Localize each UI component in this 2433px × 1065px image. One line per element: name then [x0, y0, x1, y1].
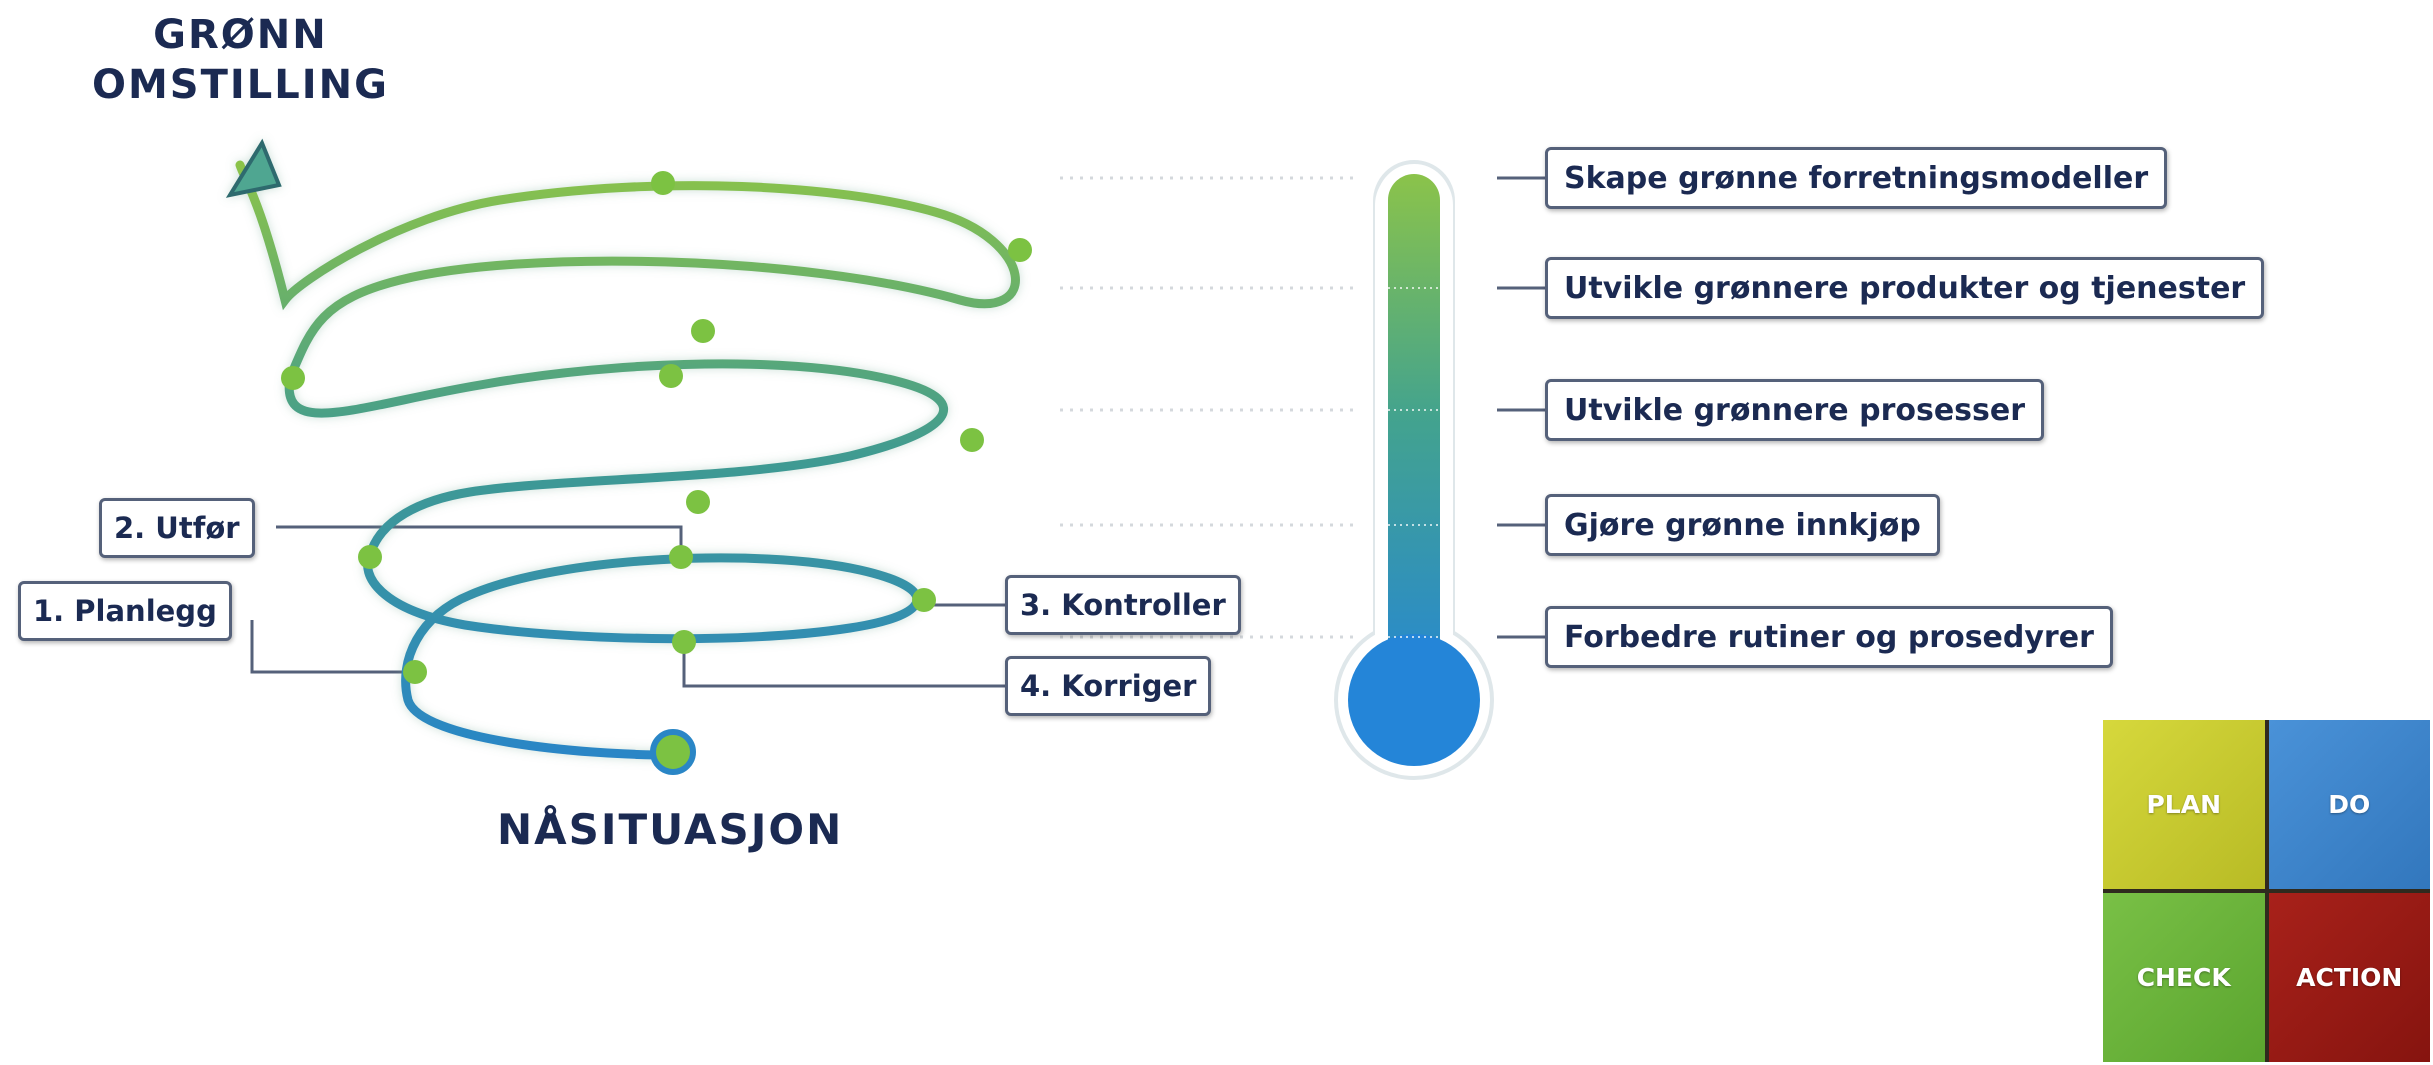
spiral-node	[651, 171, 675, 195]
step-planlegg: 1. Planlegg	[18, 581, 232, 641]
spiral-node	[960, 428, 984, 452]
level-connectors	[1497, 176, 1545, 639]
thermometer-bulb	[1348, 634, 1480, 766]
pdca-block-do: DO	[2268, 720, 2430, 889]
step-utfor: 2. Utfør	[99, 498, 255, 558]
arrow-head-icon	[225, 138, 282, 198]
thermometer	[1334, 160, 1494, 780]
spiral-node	[686, 490, 710, 514]
spiral-node	[358, 545, 382, 569]
spiral-node	[1008, 238, 1032, 262]
step-korriger: 4. Korriger	[1005, 656, 1212, 716]
level-forretningsmodeller: Skape grønne forretningsmodeller	[1545, 147, 2168, 209]
connector-utfor	[276, 525, 683, 557]
spiral-node	[672, 630, 696, 654]
spiral-node	[912, 588, 936, 612]
pdca-block-label: CHECK	[2136, 963, 2231, 992]
level-rutiner-prosedyrer: Forbedre rutiner og prosedyrer	[1545, 606, 2113, 668]
start-node	[650, 729, 696, 775]
connector-planlegg	[250, 620, 415, 674]
spiral-nodes	[281, 171, 1032, 775]
spiral-path	[225, 138, 1020, 760]
spiral-node	[281, 366, 305, 390]
level-innkjop: Gjøre grønne innkjøp	[1545, 494, 1940, 556]
start-title: NÅSITUASJON	[497, 805, 844, 854]
level-produkter-tjenester: Utvikle grønnere produkter og tjenester	[1545, 257, 2265, 319]
thermometer-guides	[1060, 176, 1355, 639]
pdca-block-check: CHECK	[2103, 893, 2265, 1062]
pdca-block-label: DO	[2328, 790, 2371, 819]
spiral-node	[691, 319, 715, 343]
pdca-block-label: ACTION	[2296, 963, 2403, 992]
step-kontroller: 3. Kontroller	[1005, 575, 1241, 635]
goal-title-line: OMSTILLING	[92, 62, 389, 108]
pdca-block-action: ACTION	[2268, 893, 2430, 1062]
connector-korriger	[682, 642, 1005, 688]
thermometer-tube	[1388, 174, 1440, 714]
spiral-node	[669, 545, 693, 569]
goal-title: GRØNN OMSTILLING	[92, 10, 389, 110]
pdca-block-label: PLAN	[2146, 790, 2222, 819]
pdca-blocks: PLAN DO CHECK ACTION	[2103, 720, 2430, 1062]
spiral-node	[403, 660, 427, 684]
level-prosesser: Utvikle grønnere prosesser	[1545, 379, 2045, 441]
spiral-node	[659, 364, 683, 388]
pdca-block-plan: PLAN	[2103, 720, 2265, 889]
goal-title-line: GRØNN	[153, 12, 328, 58]
